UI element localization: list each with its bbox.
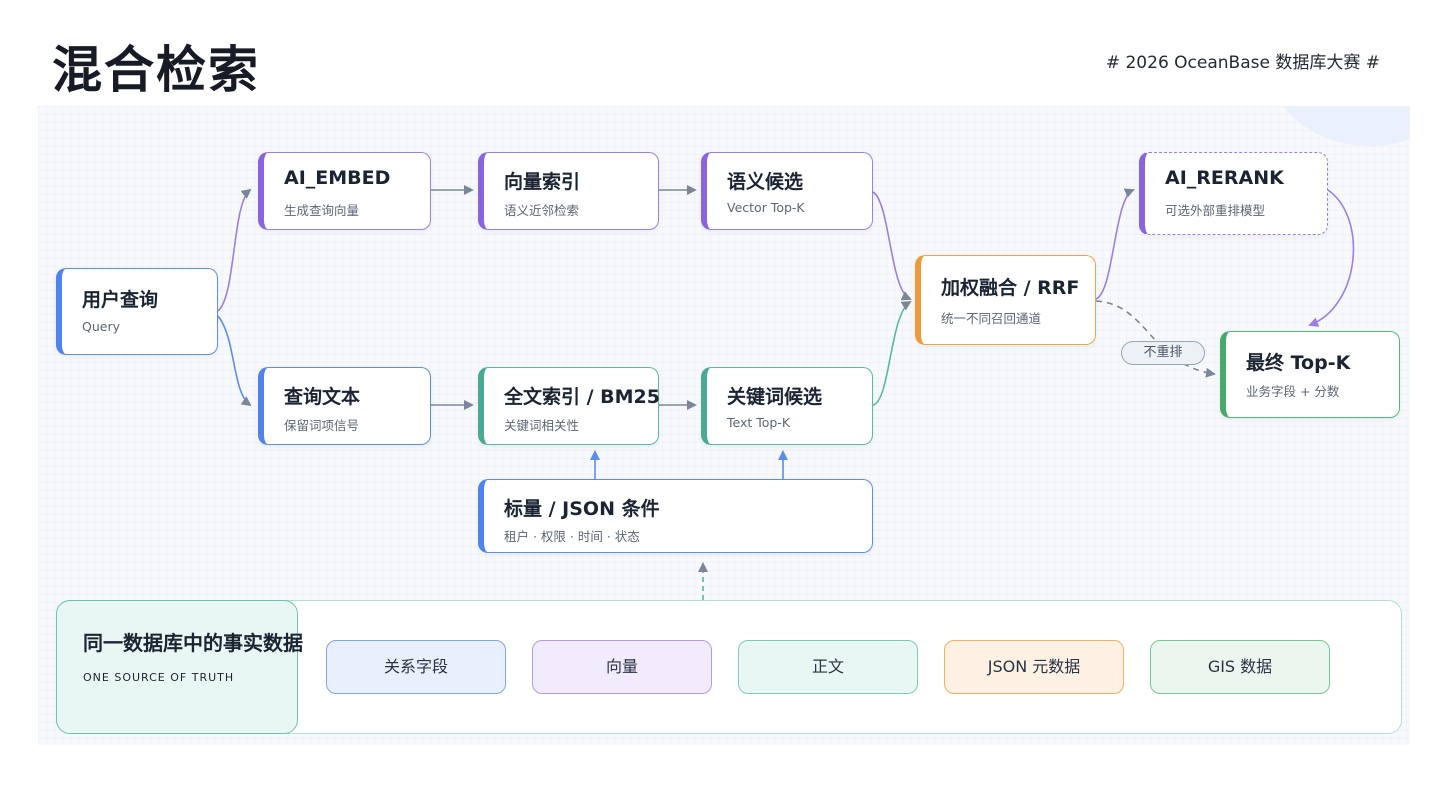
chip-relational-fields: 关系字段 bbox=[326, 640, 506, 694]
connector-layer bbox=[217, 185, 1355, 600]
node-subtitle: 语义近邻检索 bbox=[504, 203, 580, 218]
chip-vector: 向量 bbox=[532, 640, 712, 694]
edge-rerank-final bbox=[1308, 189, 1355, 327]
chip-body-text: 正文 bbox=[738, 640, 918, 694]
node-vector-index: 向量索引 语义近邻检索 bbox=[478, 152, 659, 230]
edge-fusion-rerank bbox=[1095, 188, 1135, 300]
node-title: 最终 Top-K bbox=[1246, 352, 1351, 374]
edge-query-embed bbox=[217, 188, 252, 312]
source-of-truth-panel: 同一数据库中的事实数据 ONE SOURCE OF TRUTH 关系字段 向量 … bbox=[56, 600, 1402, 734]
node-final-topk: 最终 Top-K 业务字段 + 分数 bbox=[1220, 331, 1400, 418]
node-fulltext-index: 全文索引 / BM25 关键词相关性 bbox=[478, 367, 660, 445]
node-subtitle: 业务字段 + 分数 bbox=[1246, 384, 1340, 399]
node-subtitle: 可选外部重排模型 bbox=[1165, 203, 1266, 218]
node-title: 关键词候选 bbox=[727, 386, 823, 408]
node-title: AI_EMBED bbox=[284, 167, 391, 189]
node-title: 加权融合 / RRF bbox=[941, 277, 1080, 299]
node-query-text: 查询文本 保留词项信号 bbox=[258, 367, 431, 445]
page-title: 混合检索 bbox=[52, 41, 260, 99]
node-subtitle: 保留词项信号 bbox=[284, 418, 360, 433]
chip-json-metadata: JSON 元数据 bbox=[944, 640, 1124, 694]
diagram-canvas: 用户查询 Query AI_EMBED 生成查询向量 向量索引 语义近邻检索 语… bbox=[38, 106, 1410, 745]
node-title: AI_RERANK bbox=[1165, 167, 1284, 189]
node-subtitle: 租户 · 权限 · 时间 · 状态 bbox=[504, 529, 640, 544]
node-title: 全文索引 / BM25 bbox=[504, 386, 660, 408]
node-title: 语义候选 bbox=[727, 171, 804, 193]
no-rerank-label: 不重排 bbox=[1121, 341, 1205, 365]
edge-keyword-fusion bbox=[872, 300, 912, 406]
node-subtitle: 统一不同召回通道 bbox=[941, 311, 1042, 326]
node-subtitle: Vector Top-K bbox=[727, 200, 805, 215]
edge-query-text bbox=[217, 315, 252, 407]
node-title: 标量 / JSON 条件 bbox=[504, 498, 660, 520]
event-tagline: # 2026 OceanBase 数据库大赛 # bbox=[1105, 53, 1380, 73]
node-title: 查询文本 bbox=[284, 386, 361, 408]
chip-gis-data: GIS 数据 bbox=[1150, 640, 1330, 694]
node-title: 向量索引 bbox=[504, 171, 581, 193]
node-subtitle: Text Top-K bbox=[727, 415, 791, 430]
edge-fusion-final-dashed bbox=[1095, 300, 1216, 378]
node-user-query: 用户查询 Query bbox=[56, 268, 218, 355]
node-fusion: 加权融合 / RRF 统一不同召回通道 bbox=[915, 255, 1096, 345]
node-subtitle: 生成查询向量 bbox=[284, 203, 360, 218]
node-ai-rerank: AI_RERANK 可选外部重排模型 bbox=[1139, 152, 1328, 235]
node-subtitle: 关键词相关性 bbox=[504, 418, 580, 433]
node-keyword-candidates: 关键词候选 Text Top-K bbox=[701, 367, 873, 445]
node-subtitle: Query bbox=[82, 319, 120, 334]
node-scalar-filter: 标量 / JSON 条件 租户 · 权限 · 时间 · 状态 bbox=[478, 479, 873, 553]
node-ai-embed: AI_EMBED 生成查询向量 bbox=[258, 152, 431, 230]
node-title: 用户查询 bbox=[82, 289, 159, 311]
edge-semantic-fusion bbox=[872, 191, 912, 301]
node-semantic-candidates: 语义候选 Vector Top-K bbox=[701, 152, 873, 230]
source-of-truth-title: 同一数据库中的事实数据 bbox=[83, 631, 303, 655]
source-of-truth-subtitle: ONE SOURCE OF TRUTH bbox=[83, 671, 235, 684]
source-of-truth-header: 同一数据库中的事实数据 ONE SOURCE OF TRUTH bbox=[56, 600, 303, 734]
